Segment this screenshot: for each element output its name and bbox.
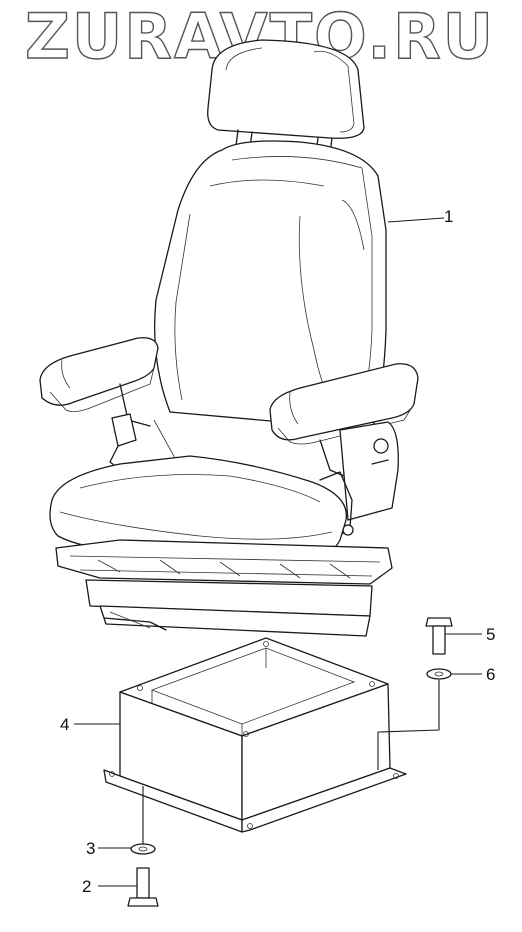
seat-cushion: [49, 455, 347, 567]
bolt-upper[interactable]: [425, 617, 482, 655]
backrest: [154, 140, 387, 431]
seat-assembly[interactable]: [39, 39, 445, 637]
callout-3: 3: [86, 839, 95, 858]
callout-5: 5: [486, 625, 495, 644]
bolt-lower[interactable]: [98, 867, 159, 907]
callout-2: 2: [82, 877, 91, 896]
callout-6: 6: [486, 665, 495, 684]
armrest-left: [39, 337, 159, 427]
washer-upper[interactable]: [377, 668, 482, 770]
watermark-text: ZURAVTO.RU: [25, 0, 495, 73]
callout-4: 4: [60, 715, 69, 734]
washer-lower[interactable]: [98, 786, 156, 855]
suspension-frame: [55, 539, 393, 637]
side-adjuster: [319, 421, 399, 536]
armrest-right: [269, 363, 419, 477]
seat-base-box[interactable]: [74, 637, 407, 833]
callout-1: 1: [444, 207, 453, 226]
headrest: [207, 39, 365, 139]
